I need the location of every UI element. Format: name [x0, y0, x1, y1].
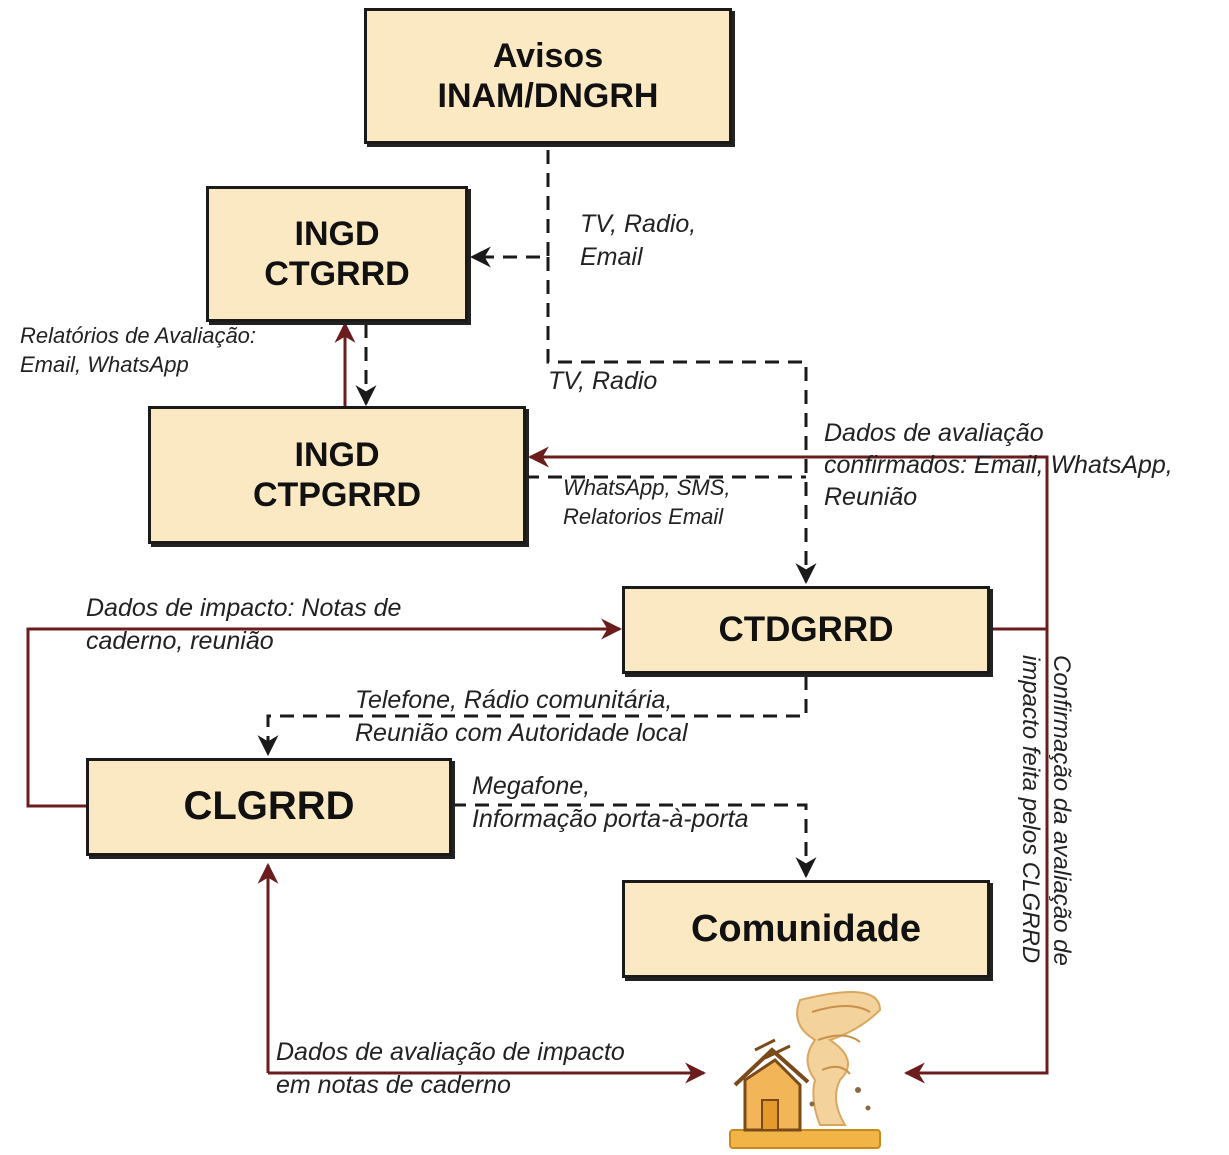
comunidade-label: Comunidade	[690, 907, 922, 950]
ctgrrd-line-2: CTGRRD	[264, 255, 410, 293]
tornado-house-icon	[729, 991, 882, 1149]
ingd-ctgrrd-box: INGD CTGRRD	[206, 186, 468, 322]
avisos-inam-dngrh-box: Avisos INAM/DNGRH	[364, 8, 732, 144]
arrow-ctdgrrd-to-ctpgrrd	[527, 446, 1049, 631]
label-dados-avaliacao-impacto: Dados de avaliação de impacto em notas d…	[276, 1038, 625, 1099]
arrow-avisos-to-ctgrrd	[469, 150, 550, 268]
arrow-avisos-to-ctdgrrd	[546, 257, 817, 585]
label-dados-avaliacao-confirmados: Dados de avaliação confirmados: Email, W…	[824, 419, 1173, 511]
arrow-clgrrd-to-comunidade	[452, 803, 817, 879]
avisos-line-1: Avisos	[492, 36, 604, 75]
clgrrd-box: CLGRRD	[86, 758, 452, 856]
label-dados-impacto: Dados de impacto: Notas de caderno, reun…	[86, 594, 402, 655]
label-tv-radio: TV, Radio	[548, 367, 658, 395]
label-tv-radio-email: TV, Radio, Email	[580, 210, 697, 271]
arrow-clgrrd-to-ctdgrrd	[26, 618, 623, 808]
label-relatorios-avaliacao: Relatórios de Avaliação: Email, WhatsApp	[20, 323, 257, 377]
label-confirmacao-vertical: Confirmação da avaliação de impacto feit…	[1016, 655, 1075, 966]
ctpgrrd-line-2: CTPGRRD	[252, 476, 422, 514]
ingd-ctpgrrd-box: INGD CTPGRRD	[148, 406, 526, 544]
clgrrd-label: CLGRRD	[183, 784, 355, 829]
ctgrrd-line-1: INGD	[294, 214, 380, 253]
avisos-line-2: INAM/DNGRH	[437, 77, 659, 115]
comunidade-box: Comunidade	[622, 880, 990, 978]
ctdgrrd-box: CTDGRRD	[622, 586, 990, 674]
label-megafone: Megafone, Informação porta-à-porta	[472, 772, 749, 833]
label-telefone-radio: Telefone, Rádio comunitária, Reunião com…	[355, 686, 688, 747]
arrow-ctdgrrd-to-clgrrd	[257, 676, 808, 757]
ctpgrrd-line-1: INGD	[294, 435, 380, 474]
label-whatsapp-sms: WhatsApp, SMS, Relatorios Email	[563, 475, 731, 529]
ctdgrrd-label: CTDGRRD	[718, 610, 894, 650]
arrow-ctdgrrd-to-disaster	[903, 629, 1049, 1084]
